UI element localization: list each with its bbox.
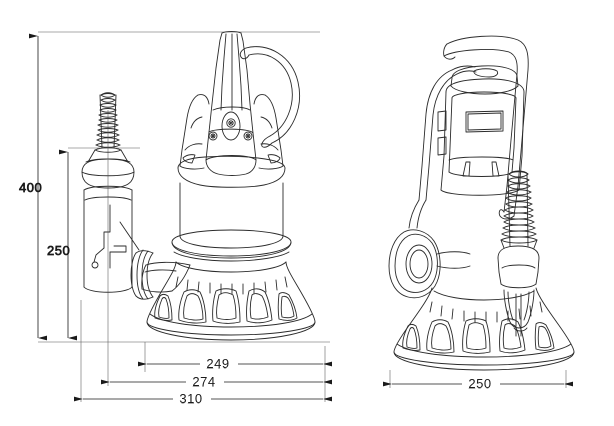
pump-body xyxy=(179,182,284,249)
extension-lines xyxy=(38,31,567,402)
strainer-openings xyxy=(154,288,298,324)
text-masks xyxy=(173,354,500,403)
stepped-hose-adapter xyxy=(500,170,538,249)
dimension-400-label: 400 xyxy=(19,180,42,195)
elbow-bellows xyxy=(130,249,154,300)
dimension-274-text: 274 xyxy=(192,374,215,389)
housing-gills xyxy=(448,156,514,177)
discharge-elbow xyxy=(141,261,191,293)
upper-collar xyxy=(177,155,286,188)
float-switch xyxy=(388,199,471,299)
slotted-strainer-base xyxy=(146,261,316,341)
side-view xyxy=(388,35,575,371)
dimension-249-text: 249 xyxy=(206,356,229,371)
side-clips xyxy=(437,110,447,156)
vent-slots xyxy=(175,276,288,295)
outlet-assembly xyxy=(497,245,540,337)
nameplate xyxy=(465,110,504,133)
carry-handle xyxy=(239,46,300,148)
strainer-openings xyxy=(402,318,555,354)
dimension-250-height-label: 250 xyxy=(47,243,70,258)
dimension-text-layer: 249 274 310 250 xyxy=(179,356,491,406)
dimension-250-width-text: 250 xyxy=(468,376,491,391)
housing-shell xyxy=(440,78,525,196)
shoulder-shells xyxy=(179,94,284,170)
dimension-310-text: 310 xyxy=(179,391,202,406)
body-flange xyxy=(171,229,292,262)
top-yoke xyxy=(205,31,257,176)
